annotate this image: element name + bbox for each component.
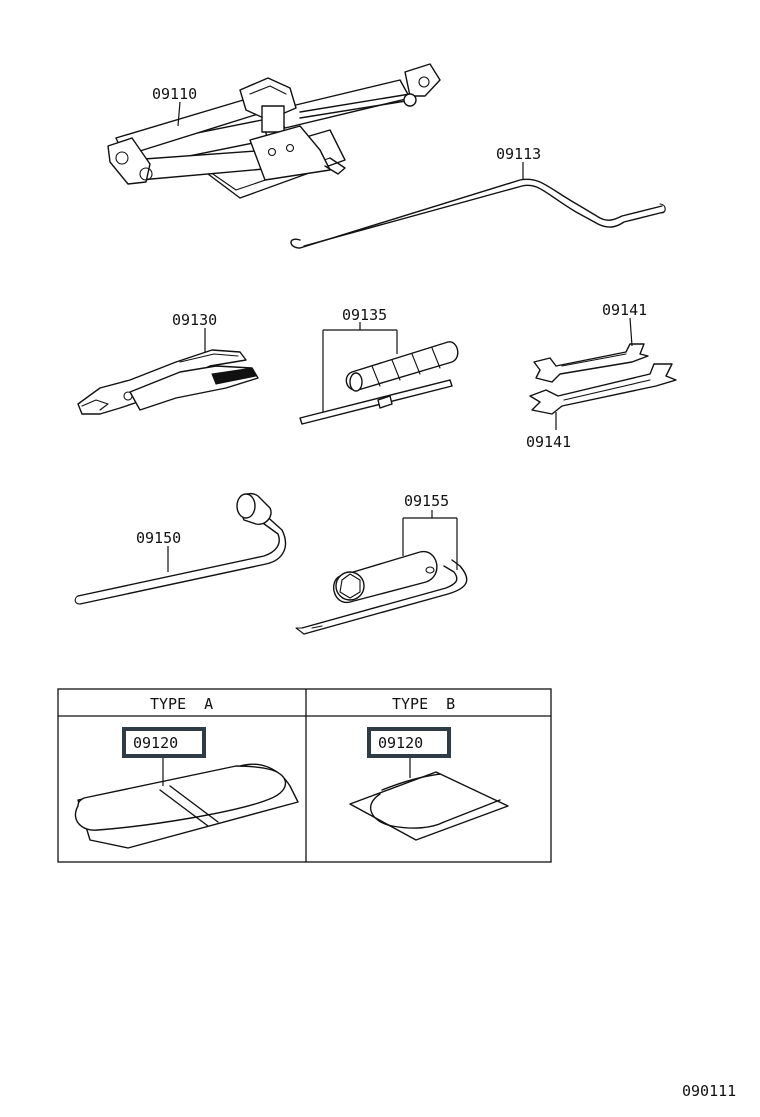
label-09141-upper: 09141 — [602, 301, 647, 319]
label-09130: 09130 — [172, 311, 217, 329]
open-end-wrench-lower-illustration — [529, 363, 677, 415]
diagram-code: 090111 — [682, 1082, 736, 1100]
scissor-jack-illustration — [107, 63, 441, 199]
plug-wrench-illustration — [295, 551, 468, 635]
tool-bag-type-b-illustration — [349, 771, 509, 841]
label-09120-type-b: 09120 — [378, 734, 423, 752]
highlight-box-type-a — [122, 727, 206, 758]
jack-handle-illustration — [290, 178, 666, 249]
open-end-wrench-upper-illustration — [533, 343, 649, 383]
type-a-header: TYPE A — [150, 695, 213, 713]
label-09135: 09135 — [342, 306, 387, 324]
label-09113: 09113 — [496, 145, 541, 163]
pliers-illustration — [77, 349, 259, 415]
label-09141-lower: 09141 — [526, 433, 571, 451]
screwdriver-illustration — [299, 341, 459, 425]
highlight-box-type-b — [367, 727, 451, 758]
type-b-header: TYPE B — [392, 695, 455, 713]
tool-bag-type-table — [57, 688, 552, 863]
wheel-nut-wrench-illustration — [74, 492, 287, 605]
label-09155: 09155 — [404, 492, 449, 510]
tool-bag-type-a-illustration — [74, 763, 299, 849]
label-09150: 09150 — [136, 529, 181, 547]
label-09110: 09110 — [152, 85, 197, 103]
label-09120-type-a: 09120 — [133, 734, 178, 752]
